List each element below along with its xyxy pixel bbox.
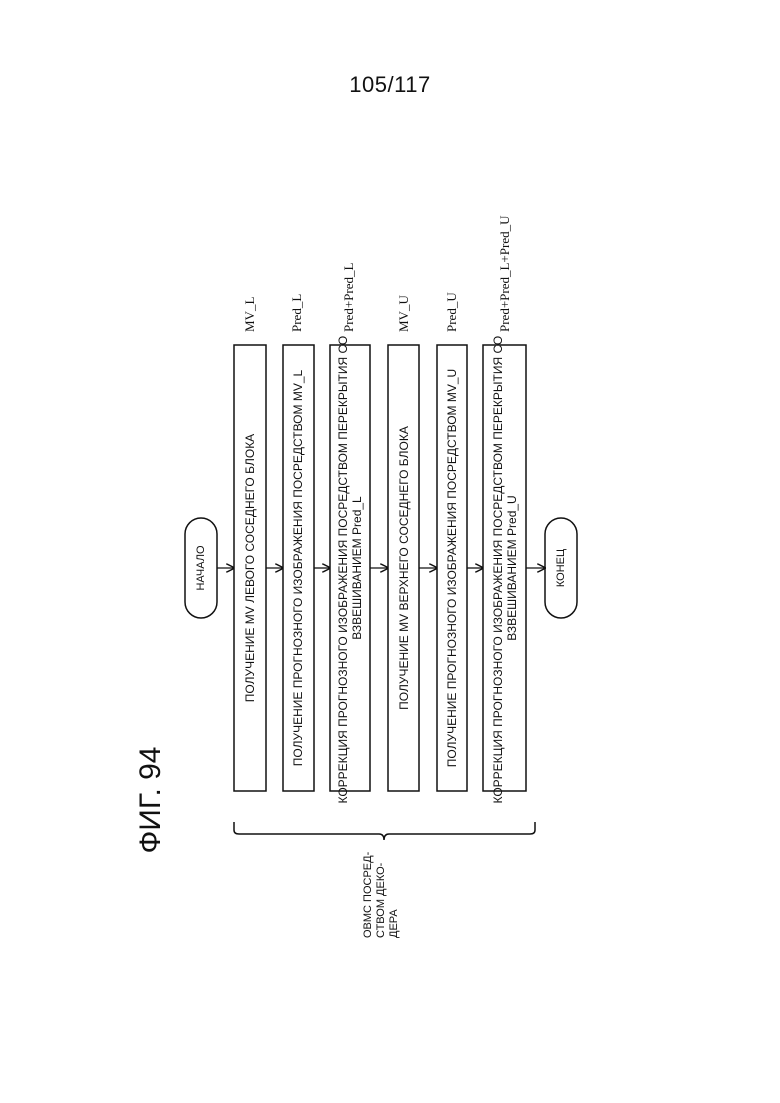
step-6-text-line-1: КОРРЕКЦИЯ ПРОГНОЗНОГО ИЗОБРАЖЕНИЯ ПОСРЕД… (491, 336, 505, 804)
svg-text:ПОЛУЧЕНИЕ MV ВЕРХНЕГО СОСЕДНЕГ: ПОЛУЧЕНИЕ MV ВЕРХНЕГО СОСЕДНЕГО БЛОКА (397, 426, 411, 710)
step-2-text: ПОЛУЧЕНИЕ ПРОГНОЗНОГО ИЗОБРАЖЕНИЯ ПОСРЕД… (291, 369, 305, 766)
step-1: ПОЛУЧЕНИЕ MV ЛЕВОГО СОСЕДНЕГО БЛОКА MV_L (234, 297, 266, 791)
svg-text:ПОЛУЧЕНИЕ ПРОГНОЗНОГО ИЗОБРАЖЕ: ПОЛУЧЕНИЕ ПРОГНОЗНОГО ИЗОБРАЖЕНИЯ ПОСРЕД… (445, 369, 459, 767)
step-4: ПОЛУЧЕНИЕ MV ВЕРХНЕГО СОСЕДНЕГО БЛОКА MV… (388, 295, 419, 791)
step-4-output: MV_U (396, 295, 411, 332)
step-2-output: Pred_L (289, 294, 304, 332)
step-6-text-line-2: ВЗВЕШИВАНИЕМ Pred_U (505, 495, 519, 640)
brace-label-line-1: OBMC ПОСРЕД- (362, 851, 374, 938)
step-4-text: ПОЛУЧЕНИЕ MV ВЕРХНЕГО СОСЕДНЕГО БЛОКА (397, 426, 411, 710)
start-terminal: НАЧАЛО (185, 518, 217, 618)
step-1-text: ПОЛУЧЕНИЕ MV ЛЕВОГО СОСЕДНЕГО БЛОКА (243, 434, 257, 702)
step-6-output: Pred+Pred_L+Pred_U (497, 215, 512, 332)
end-label: КОНЕЦ (555, 549, 567, 587)
start-label: НАЧАЛО (195, 545, 207, 591)
end-terminal: КОНЕЦ (545, 518, 577, 618)
step-3-output: Pred+Pred_L (341, 263, 356, 332)
grouping-brace (234, 822, 535, 840)
svg-text:ПОЛУЧЕНИЕ ПРОГНОЗНОГО ИЗОБРАЖЕ: ПОЛУЧЕНИЕ ПРОГНОЗНОГО ИЗОБРАЖЕНИЯ ПОСРЕД… (291, 369, 305, 766)
step-5: ПОЛУЧЕНИЕ ПРОГНОЗНОГО ИЗОБРАЖЕНИЯ ПОСРЕД… (437, 292, 467, 791)
step-6: КОРРЕКЦИЯ ПРОГНОЗНОГО ИЗОБРАЖЕНИЯ ПОСРЕД… (483, 215, 526, 804)
step-3-text-line-2: ВЗВЕШИВАНИЕМ Pred_L (350, 496, 364, 640)
step-1-output: MV_L (242, 297, 257, 332)
brace-label-line-2: СТВОМ ДЕКО- (375, 862, 387, 938)
step-5-text: ПОЛУЧЕНИЕ ПРОГНОЗНОГО ИЗОБРАЖЕНИЯ ПОСРЕД… (445, 369, 459, 767)
step-3: КОРРЕКЦИЯ ПРОГНОЗНОГО ИЗОБРАЖЕНИЯ ПОСРЕД… (330, 263, 370, 804)
step-5-output: Pred_U (444, 292, 459, 332)
step-2: ПОЛУЧЕНИЕ ПРОГНОЗНОГО ИЗОБРАЖЕНИЯ ПОСРЕД… (283, 294, 314, 791)
brace-label-line-3: ДЕРА (388, 909, 400, 938)
step-3-text-line-1: КОРРЕКЦИЯ ПРОГНОЗНОГО ИЗОБРАЖЕНИЯ ПОСРЕД… (336, 336, 350, 804)
svg-text:ПОЛУЧЕНИЕ MV ЛЕВОГО СОСЕДНЕГО: ПОЛУЧЕНИЕ MV ЛЕВОГО СОСЕДНЕГО БЛОКА (243, 434, 257, 702)
brace-label: OBMC ПОСРЕД- СТВОМ ДЕКО- ДЕРА (362, 849, 400, 938)
